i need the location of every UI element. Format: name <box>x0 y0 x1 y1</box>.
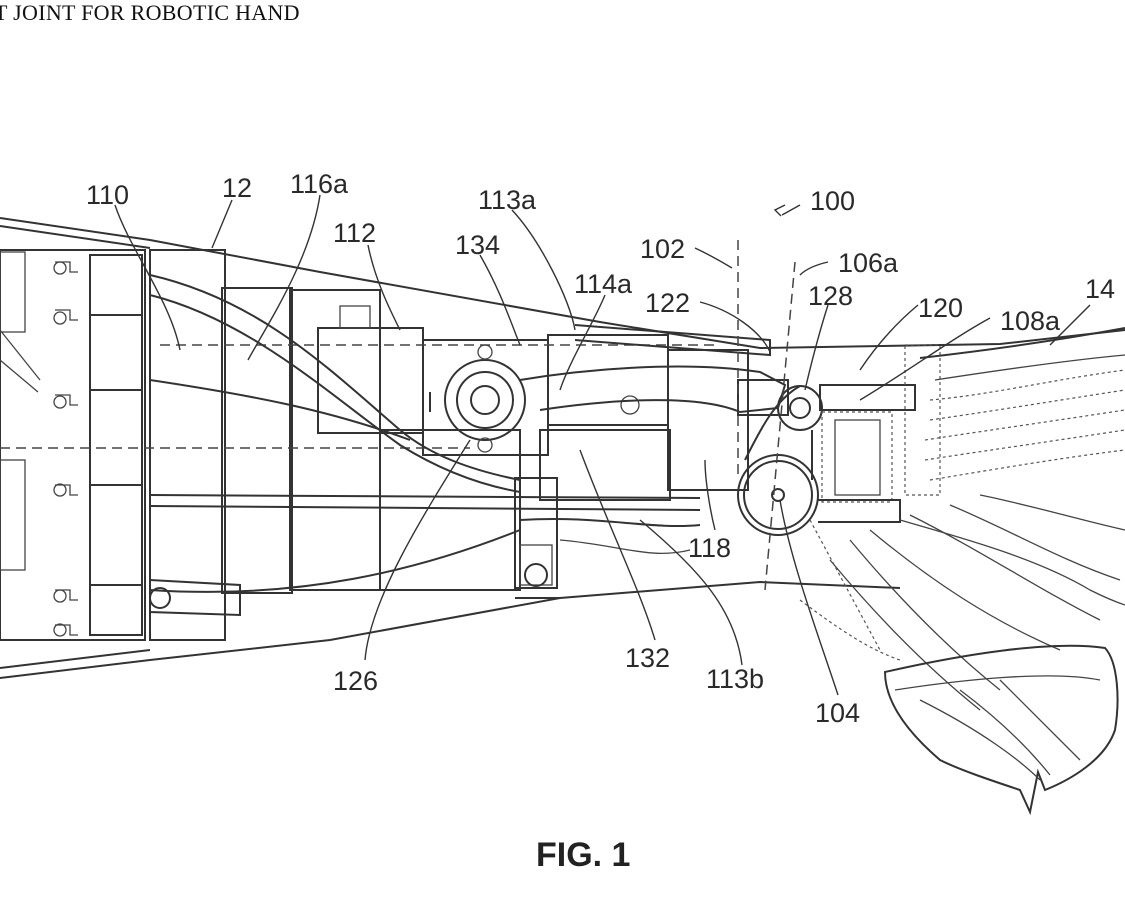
joint-pivots <box>737 385 823 536</box>
page-title: T JOINT FOR ROBOTIC HAND <box>0 0 300 25</box>
label-122: 122 <box>645 288 690 318</box>
reference-numerals: 110 12 116a 112 113a 134 100 102 106a 11… <box>86 169 1115 728</box>
finger-phalange <box>799 327 1125 711</box>
cable-bundle <box>149 274 701 617</box>
label-132: 132 <box>625 643 670 673</box>
label-102: 102 <box>640 234 685 264</box>
label-126: 126 <box>333 666 378 696</box>
link-arm <box>519 324 789 416</box>
label-14: 14 <box>1085 274 1115 304</box>
label-110: 110 <box>86 180 129 210</box>
label-128: 128 <box>808 281 853 311</box>
left-block-stack <box>0 249 146 641</box>
label-100: 100 <box>810 186 855 216</box>
label-106a: 106a <box>838 248 899 278</box>
label-116a: 116a <box>290 169 349 199</box>
fingertip-pad <box>883 644 1119 816</box>
label-113a: 113a <box>478 185 537 215</box>
label-134: 134 <box>455 230 500 260</box>
label-12: 12 <box>222 173 252 203</box>
main-pulley <box>429 344 640 453</box>
housing-outline <box>0 217 1125 679</box>
middle-housings <box>0 249 749 641</box>
label-113b: 113b <box>706 664 764 694</box>
label-104: 104 <box>815 698 860 728</box>
finger-mechanism <box>737 240 941 591</box>
label-120: 120 <box>918 293 963 323</box>
lower-connector <box>514 477 560 599</box>
leader-lines <box>114 194 1091 696</box>
label-118: 118 <box>688 533 731 563</box>
label-114a: 114a <box>574 269 633 299</box>
label-108a: 108a <box>1000 306 1061 336</box>
label-112: 112 <box>333 218 376 248</box>
figure-caption: FIG. 1 <box>536 836 630 874</box>
